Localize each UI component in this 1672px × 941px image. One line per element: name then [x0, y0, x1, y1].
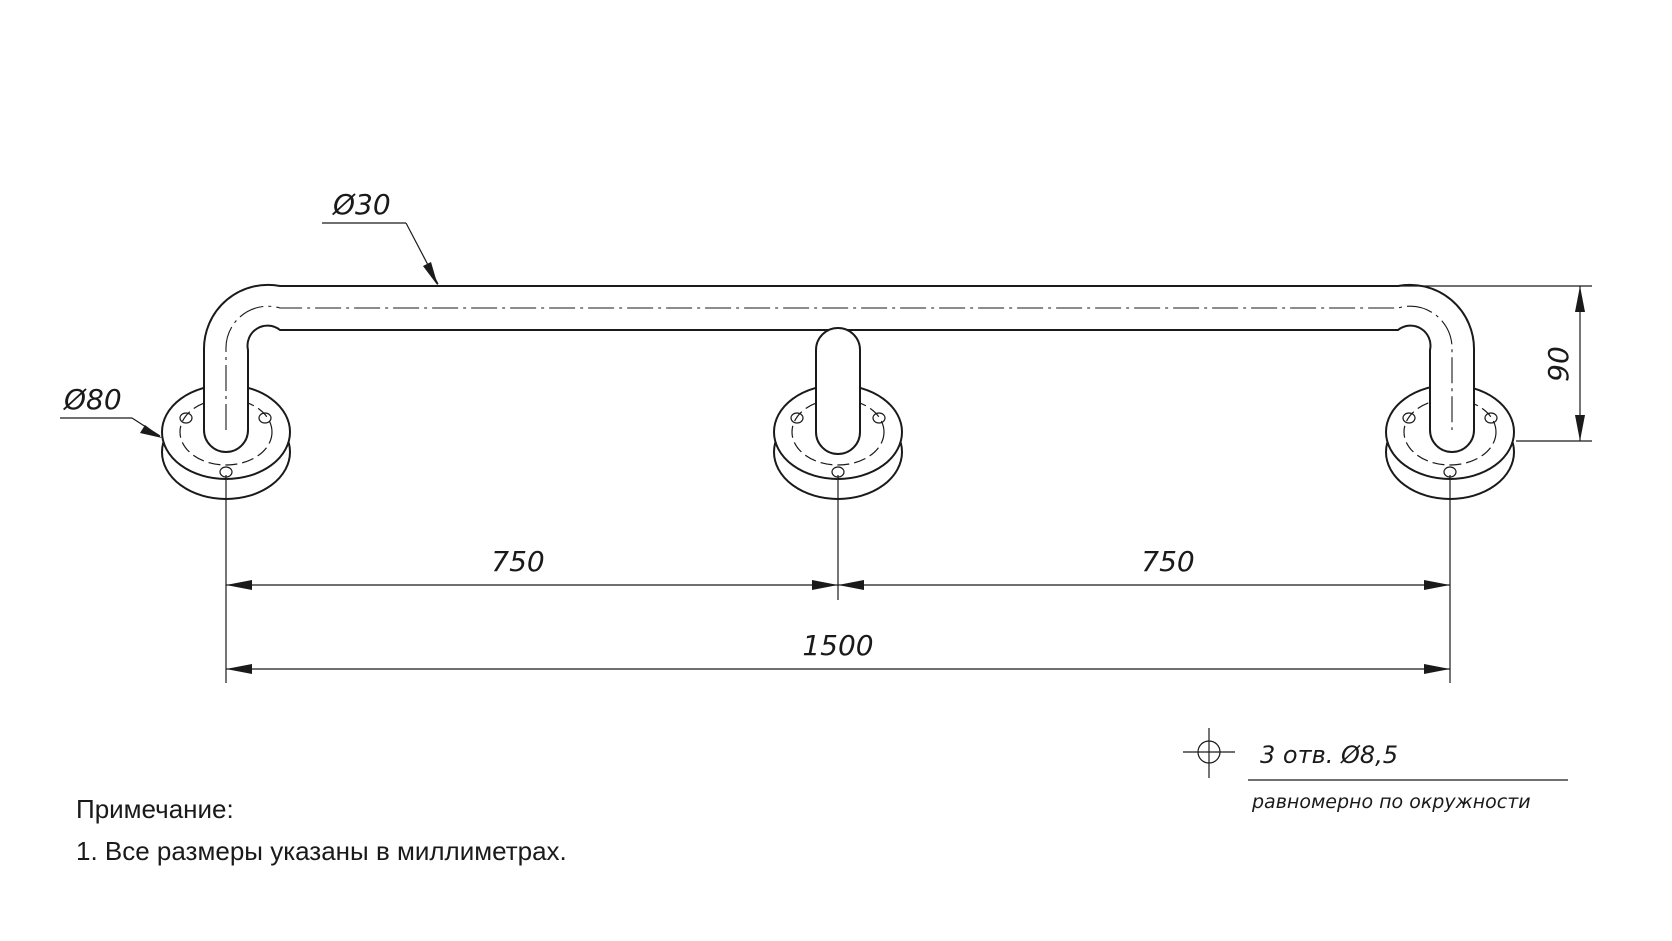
leader-bar-diameter: [322, 222, 439, 286]
note-line-1: 1. Все размеры указаны в миллиметрах.: [76, 836, 567, 866]
dimension-total-length: [226, 664, 1450, 674]
hole-symbol-icon: [1183, 728, 1235, 778]
dimension-label-height: 90: [1542, 346, 1575, 382]
note-title: Примечание:: [76, 794, 234, 824]
dimension-left-span: [226, 580, 838, 590]
dimension-label-right-span: 750: [1141, 545, 1194, 578]
grab-bar-tube: [202, 281, 1476, 453]
middle-support-post: [815, 327, 861, 455]
dimension-height: [1575, 286, 1585, 441]
holes-sub-label: равномерно по окружности: [1251, 791, 1531, 813]
bar-diameter-label: Ø30: [332, 188, 391, 221]
extension-lines: [225, 285, 1592, 683]
dimension-label-total-length: 1500: [802, 629, 873, 662]
leader-flange-diameter: [60, 417, 162, 438]
flange-diameter-label: Ø80: [63, 383, 122, 416]
dimension-label-left-span: 750: [491, 545, 544, 578]
dimension-right-span: [838, 580, 1450, 590]
holes-label: 3 отв. Ø8,5: [1260, 741, 1398, 769]
